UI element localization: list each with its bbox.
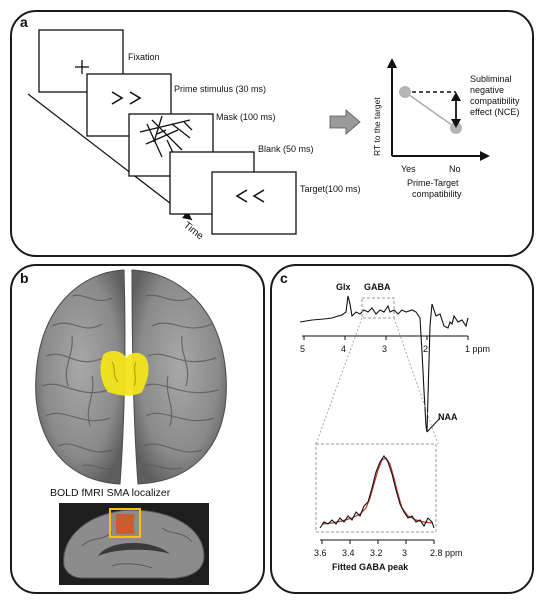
panel-a: a [10, 10, 534, 257]
zoom-line-left [315, 317, 363, 445]
bottom-tick-3-2: 3.2 [370, 548, 383, 558]
bottom-axis-ticks [321, 540, 435, 544]
gaba-peak-label: GABA [364, 282, 391, 292]
panel-a-label: a [20, 14, 28, 30]
naa-peak-label: NAA [438, 412, 458, 422]
plot-xlabel-1: Prime-Target [407, 178, 459, 188]
top-tick-2: 2 [423, 344, 429, 354]
bottom-tick-2-8: 2.8 ppm [430, 548, 463, 558]
gaba-data-line [319, 455, 435, 529]
top-tick-5: 5 [300, 344, 306, 354]
point-yes [399, 86, 411, 98]
zoom-line-right [393, 317, 439, 445]
gaba-fit-line [321, 457, 433, 525]
corpus-callosum [98, 542, 170, 556]
spectrum-line [299, 295, 469, 433]
fitted-gaba-label: Fitted GABA peak [332, 562, 409, 572]
target-chevron-1 [235, 189, 248, 203]
sma-activation [100, 351, 149, 396]
prime-label: Prime stimulus (30 ms) [174, 84, 267, 94]
plot-xtick-yes: Yes [401, 164, 416, 174]
prime-chevron-1 [111, 91, 124, 105]
target-screen [211, 171, 297, 235]
plot-y-arrow [387, 58, 397, 68]
target-chevron-2 [252, 189, 265, 203]
plot-x-arrow [480, 151, 490, 161]
nce-annotation-3: compatibility [470, 96, 520, 106]
mask-label: Mask (100 ms) [216, 112, 276, 122]
sma-roi-box [109, 508, 141, 538]
top-tick-3: 3 [382, 344, 388, 354]
target-label: Target(100 ms) [300, 184, 361, 194]
gyri-texture [41, 294, 219, 470]
bottom-tick-3-6: 3.6 [314, 548, 327, 558]
nce-annotation-2: negative [470, 85, 505, 95]
bottom-tick-3-4: 3.4 [342, 548, 355, 558]
top-tick-1: 1 ppm [465, 344, 491, 354]
plot-xlabel-2: compatibility [412, 189, 462, 199]
nce-annotation-1: Subliminal [470, 74, 512, 84]
top-axis-ticks [303, 336, 469, 340]
fixation-label: Fixation [128, 52, 160, 62]
time-arrow-head [182, 211, 192, 220]
nce-annotation-4: effect (NCE) [470, 107, 520, 117]
blank-label: Blank (50 ms) [258, 144, 314, 154]
top-tick-4: 4 [341, 344, 347, 354]
trial-sequence-diagram [27, 29, 490, 235]
glx-peak-label: Glx [336, 282, 351, 292]
panel-c: c Glx G [270, 264, 534, 594]
nce-line [404, 91, 457, 129]
naa-pointer [426, 417, 441, 433]
prime-chevron-2 [129, 91, 142, 105]
bold-caption: BOLD fMRI SMA localizer [50, 487, 171, 499]
brain-top-view [35, 269, 227, 585]
panel-c-label: c [280, 270, 288, 286]
bottom-tick-3: 3 [402, 548, 408, 558]
gaba-zoom-region [361, 297, 395, 319]
gaba-inset-box [315, 443, 437, 533]
panel-b-label: b [20, 270, 29, 286]
sma-roi-fill [116, 514, 134, 534]
transition-arrow [329, 109, 361, 135]
time-arrow-line [27, 93, 193, 221]
mrs-spectrum [299, 295, 469, 544]
plot-ylabel: RT to the target [372, 97, 382, 156]
panel-b: b [10, 264, 265, 594]
plot-xtick-no: No [449, 164, 461, 174]
